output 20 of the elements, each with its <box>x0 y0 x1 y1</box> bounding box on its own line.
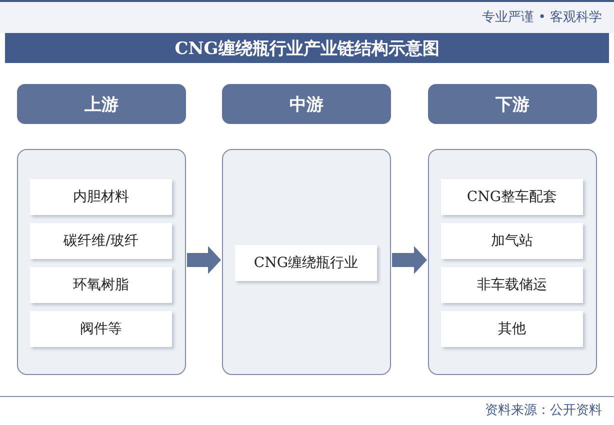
item-box: 环氧树脂 <box>30 267 172 303</box>
slogan: 专业严谨 • 客观科学 <box>482 9 602 26</box>
item-box: CNG缠绕瓶行业 <box>235 245 377 281</box>
stage-header: 中游 <box>222 84 391 124</box>
item-box: 碳纤维/玻纤 <box>30 223 172 259</box>
stage-header: 下游 <box>428 84 597 124</box>
block-arrow <box>187 246 221 274</box>
item-box: 非车载储运 <box>441 267 583 303</box>
block-arrow <box>392 246 427 274</box>
title-bar: CNG缠绕瓶行业产业链结构示意图 <box>5 33 609 63</box>
stage-header: 上游 <box>17 84 186 124</box>
panel-box <box>222 149 391 375</box>
panel-box <box>17 149 186 375</box>
item-box: 其他 <box>441 311 583 347</box>
item-box: 加气站 <box>441 223 583 259</box>
item-box: CNG整车配套 <box>441 179 583 215</box>
item-box: 内胆材料 <box>30 179 172 215</box>
item-box: 阀件等 <box>30 311 172 347</box>
source-note: 资料来源：公开资料 <box>485 402 602 419</box>
panel-box <box>428 149 597 375</box>
